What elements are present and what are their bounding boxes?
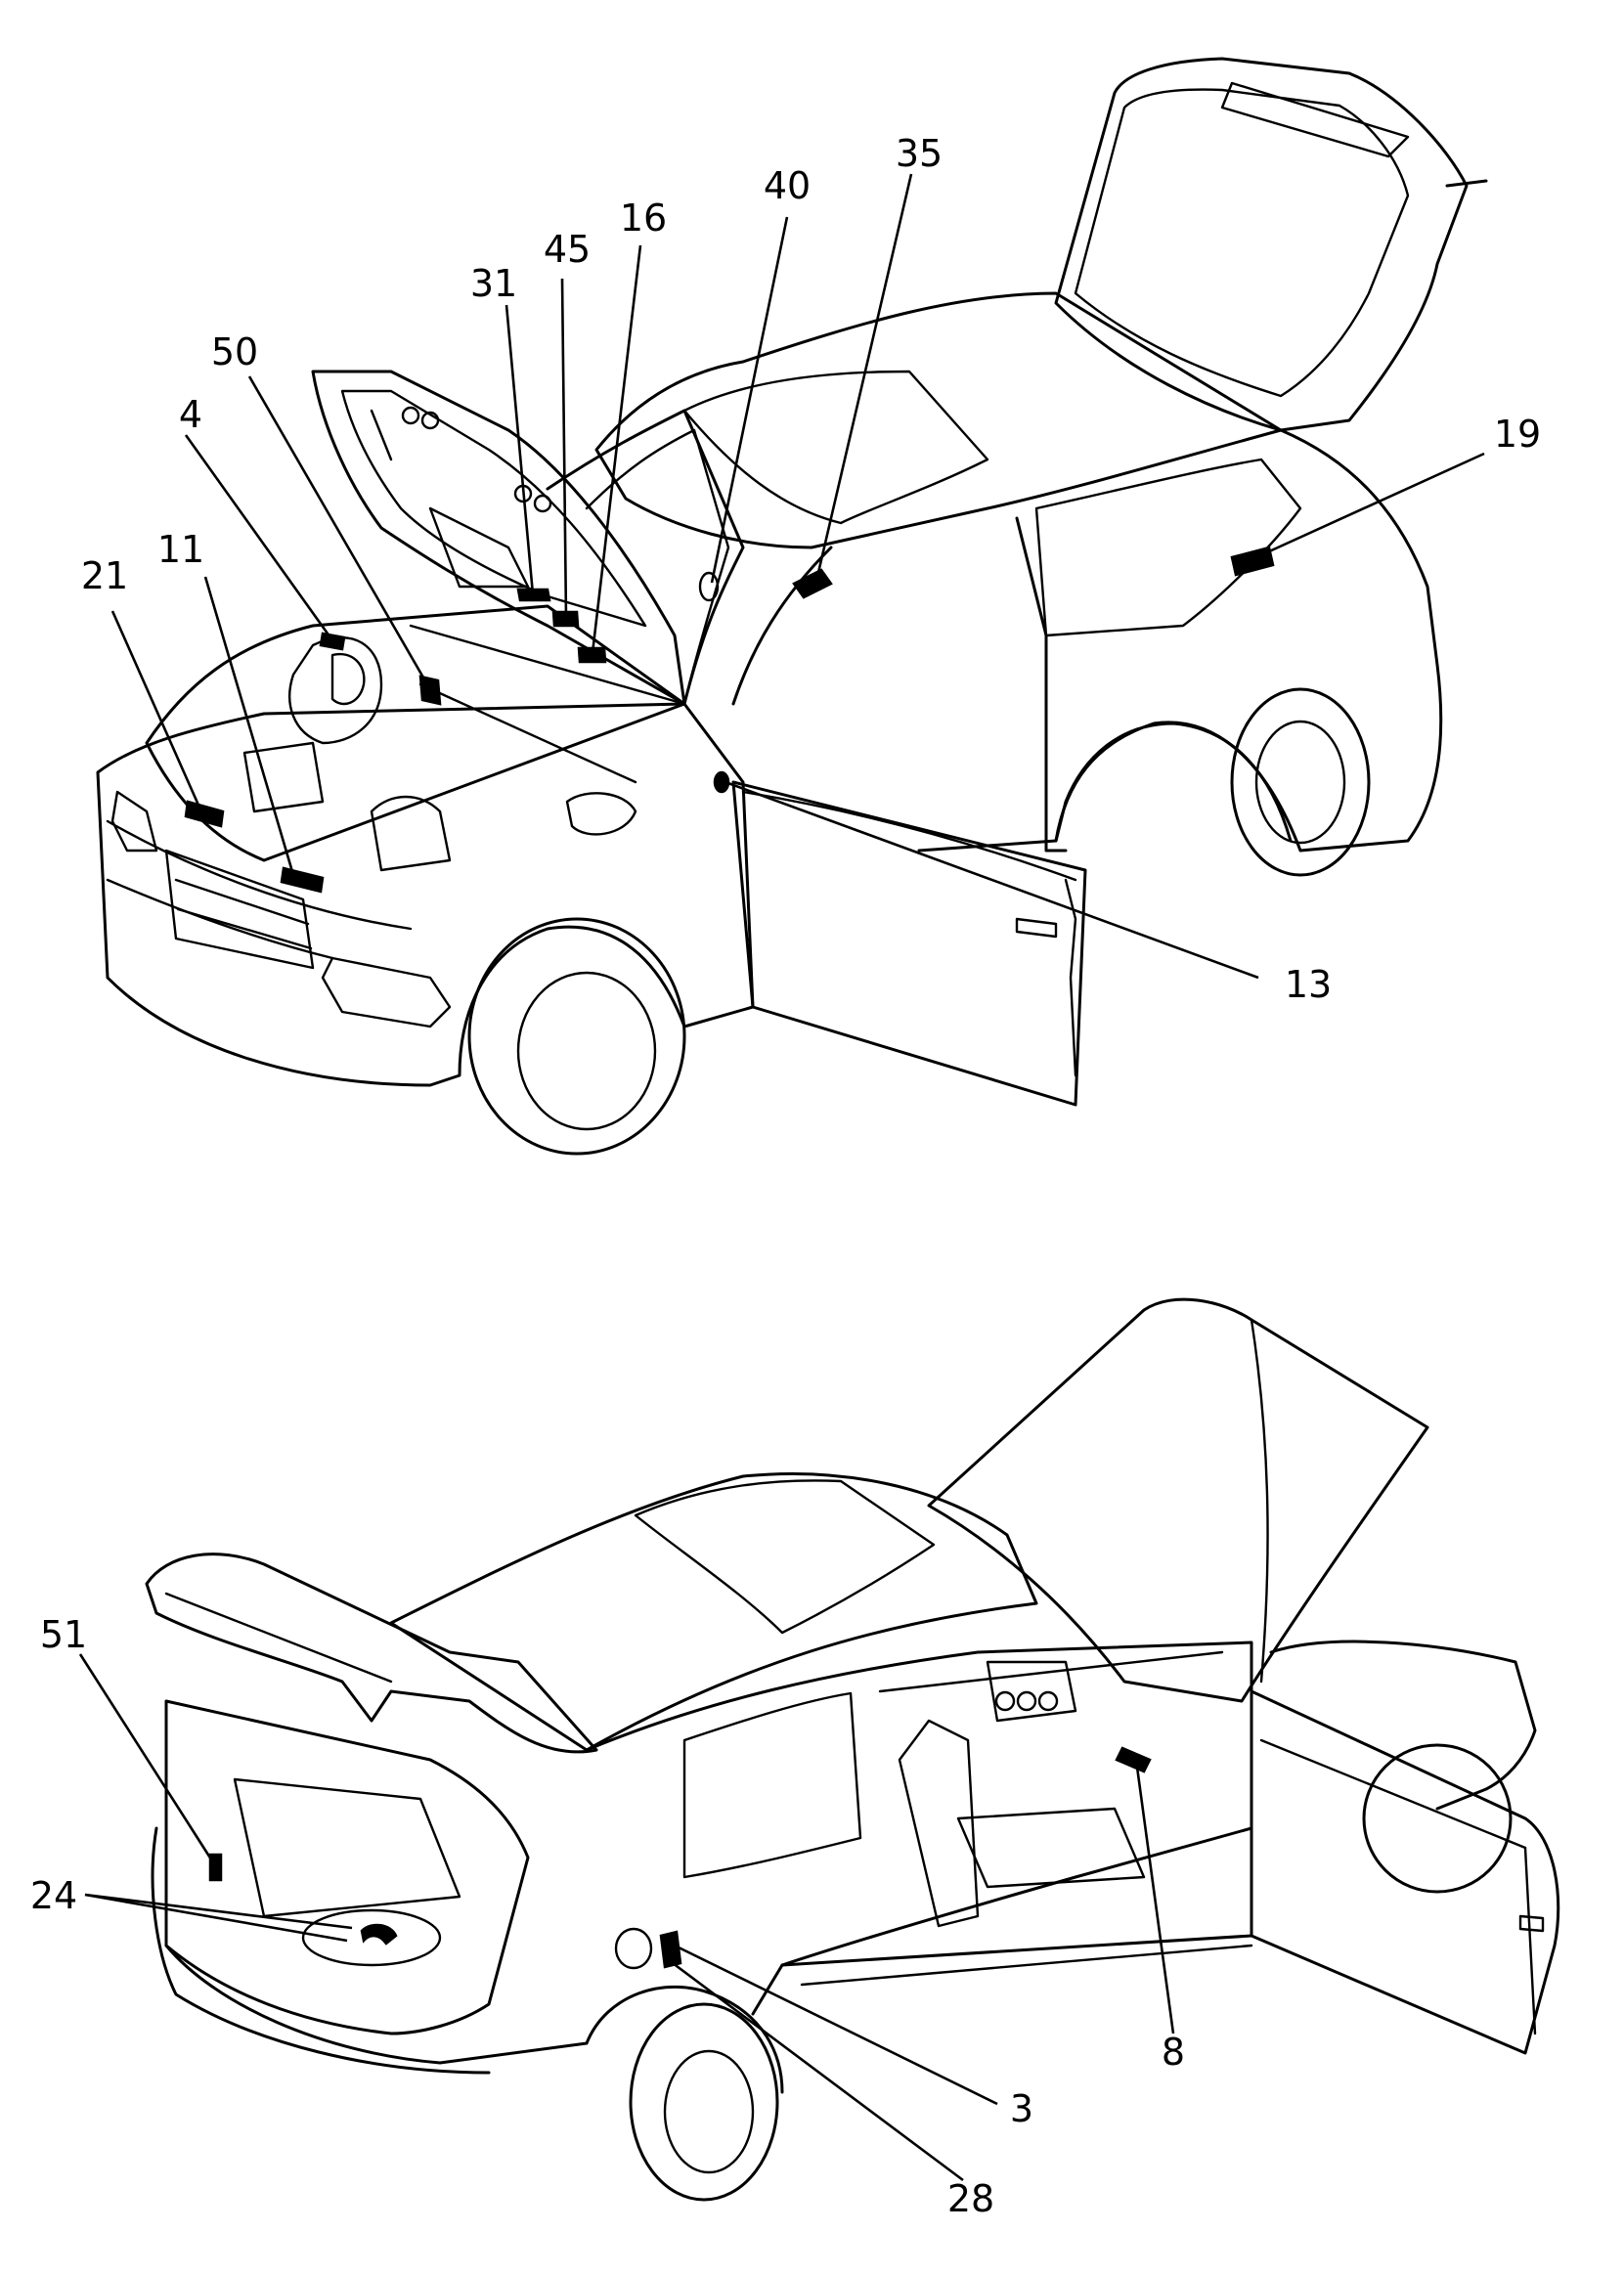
callout-4: 4 (179, 393, 202, 436)
callout-28: 28 (947, 2177, 994, 2220)
rear-view-leaders (78, 1653, 1175, 2182)
callout-11: 11 (157, 528, 204, 571)
callout-50: 50 (211, 330, 258, 373)
callout-13: 13 (1285, 963, 1332, 1006)
callout-31: 31 (470, 262, 517, 305)
top-view-tags (184, 546, 1275, 894)
callout-3: 3 (1010, 2087, 1033, 2130)
rear-view-car (145, 1297, 1560, 2202)
rear-view-tags (208, 1746, 1152, 1969)
callout-19: 19 (1494, 413, 1541, 456)
callout-35: 35 (896, 132, 943, 175)
callout-51: 51 (40, 1613, 87, 1656)
callout-16: 16 (620, 197, 667, 240)
top-view-leaders (110, 173, 1485, 980)
front-view-car (96, 57, 1488, 1156)
callout-24: 24 (30, 1874, 77, 1917)
callout-21: 21 (81, 554, 128, 597)
callout-40: 40 (764, 164, 811, 207)
callout-45: 45 (544, 228, 591, 271)
callout-numbers: 35 40 16 45 31 50 4 11 21 19 13 51 24 8 … (30, 132, 1541, 2220)
callout-8: 8 (1162, 2031, 1185, 2074)
